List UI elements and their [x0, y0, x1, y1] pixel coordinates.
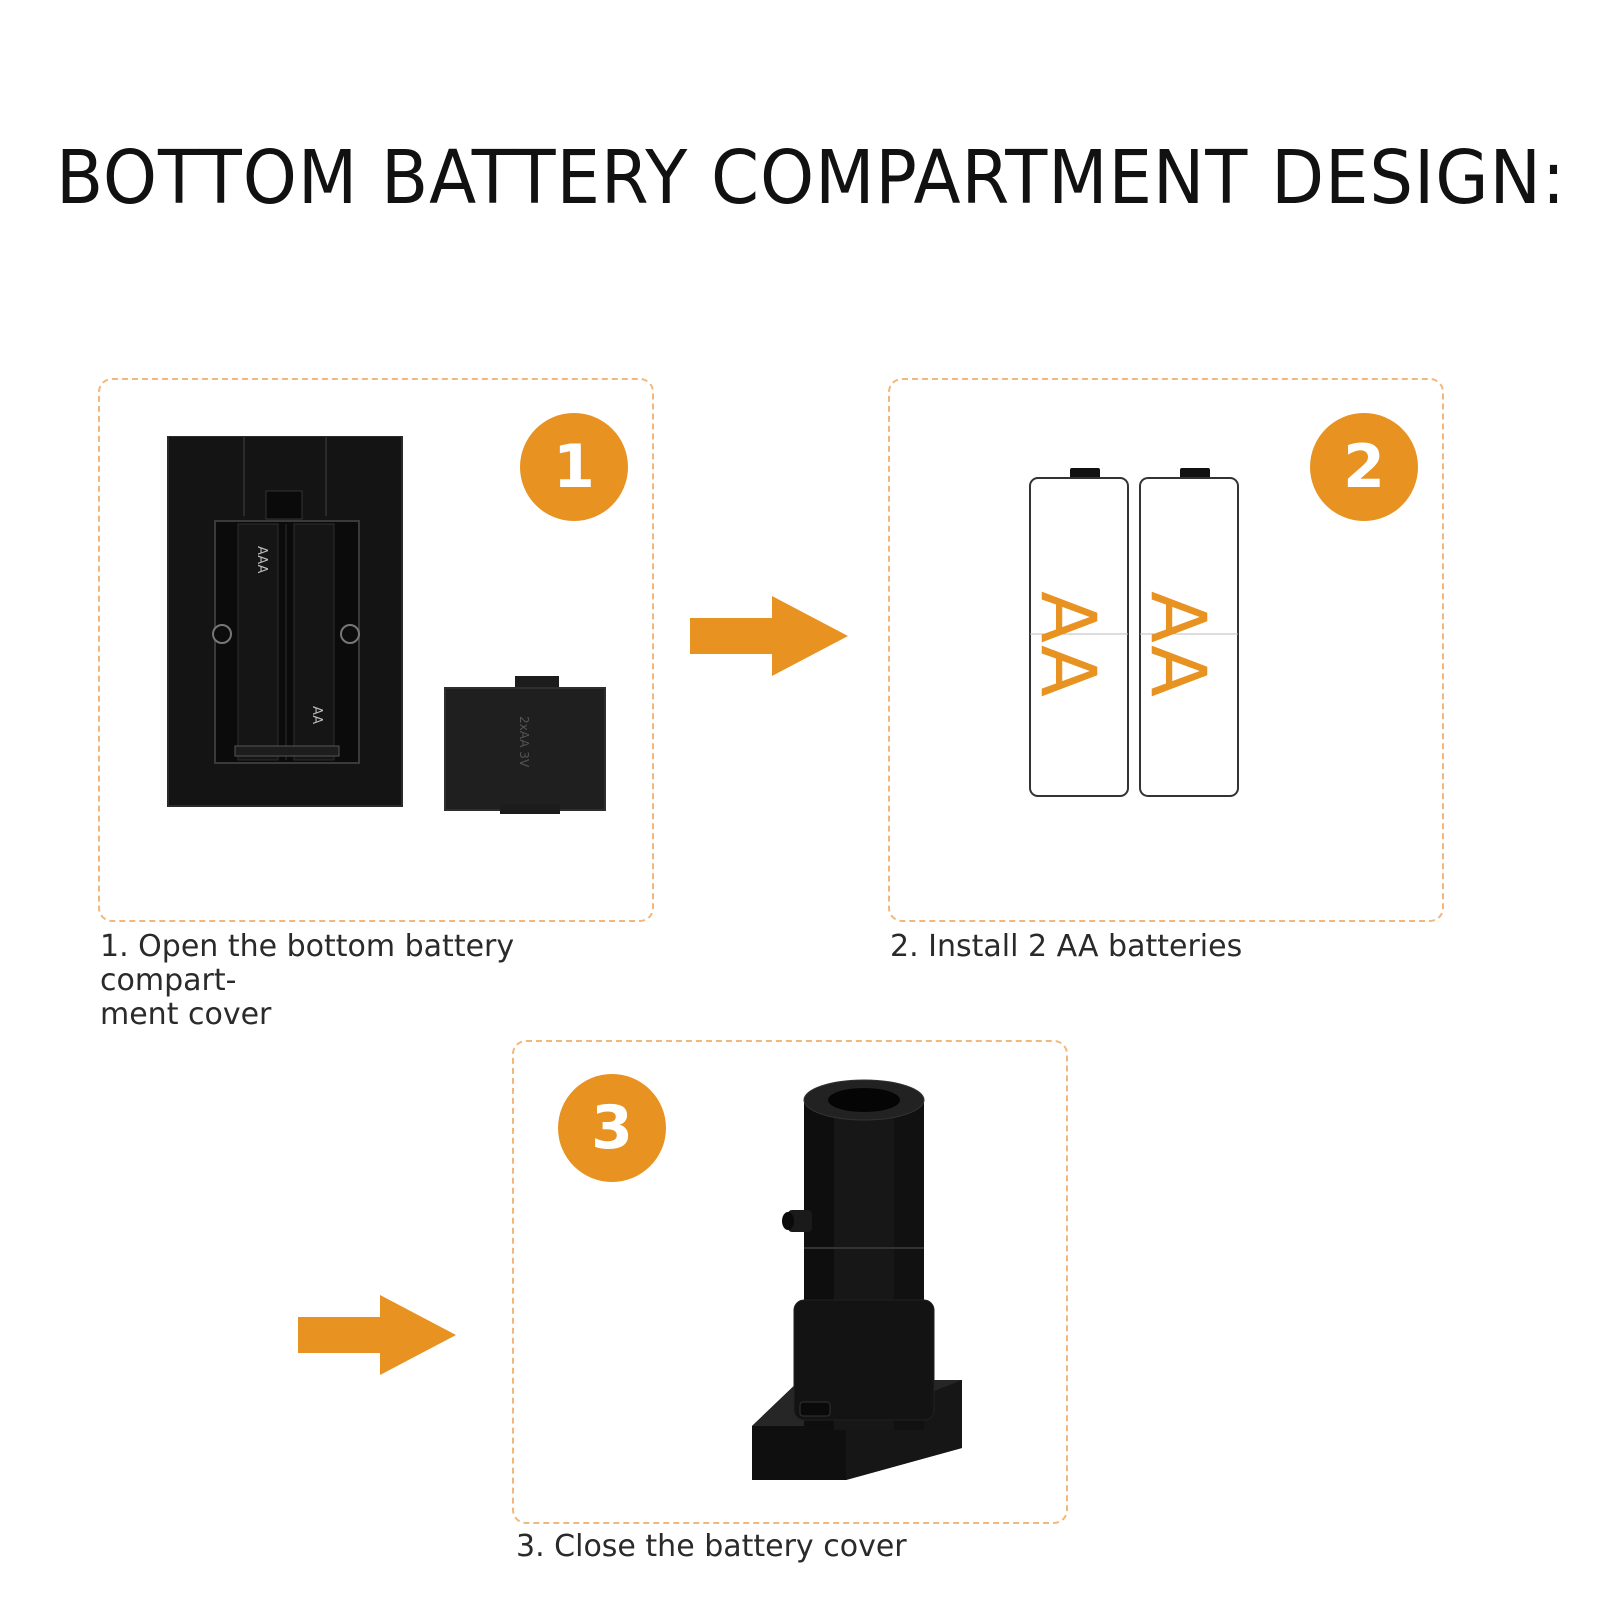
step-3-badge: 3: [558, 1074, 666, 1182]
step-3-caption: 3. Close the battery cover: [516, 1529, 907, 1564]
step-1-panel: 1 AAA AA 2xAA 3V: [98, 378, 654, 922]
svg-text:AA: AA: [309, 706, 324, 724]
arrow-right-icon: [298, 1295, 456, 1375]
step-2-badge: 2: [1310, 413, 1418, 521]
svg-text:AAA: AAA: [254, 546, 269, 574]
aa-batteries-image: [1029, 468, 1239, 797]
arrow-right-icon: [690, 596, 848, 676]
step-1-caption-line1: 1. Open the bottom battery compart-: [100, 929, 515, 998]
step-1-badge: 1: [520, 413, 628, 521]
page-title: BOTTOM BATTERY COMPARTMENT DESIGN:: [56, 135, 1567, 221]
battery-compartment-open-image: AAA AA 2xAA 3V: [167, 436, 606, 814]
svg-text:2xAA 3V: 2xAA 3V: [517, 716, 531, 768]
step-1-caption: 1. Open the bottom battery compart- ment…: [100, 930, 660, 1032]
step-2-caption: 2. Install 2 AA batteries: [890, 929, 1243, 964]
step-1-caption-line2: ment cover: [100, 997, 272, 1032]
step-3-panel: 3: [512, 1040, 1068, 1524]
assembled-device-image: [752, 1079, 962, 1480]
battery-1-label: AA: [1024, 590, 1113, 698]
battery-2-label: AA: [1134, 590, 1223, 698]
step-2-panel: 2 AA AA: [888, 378, 1444, 922]
